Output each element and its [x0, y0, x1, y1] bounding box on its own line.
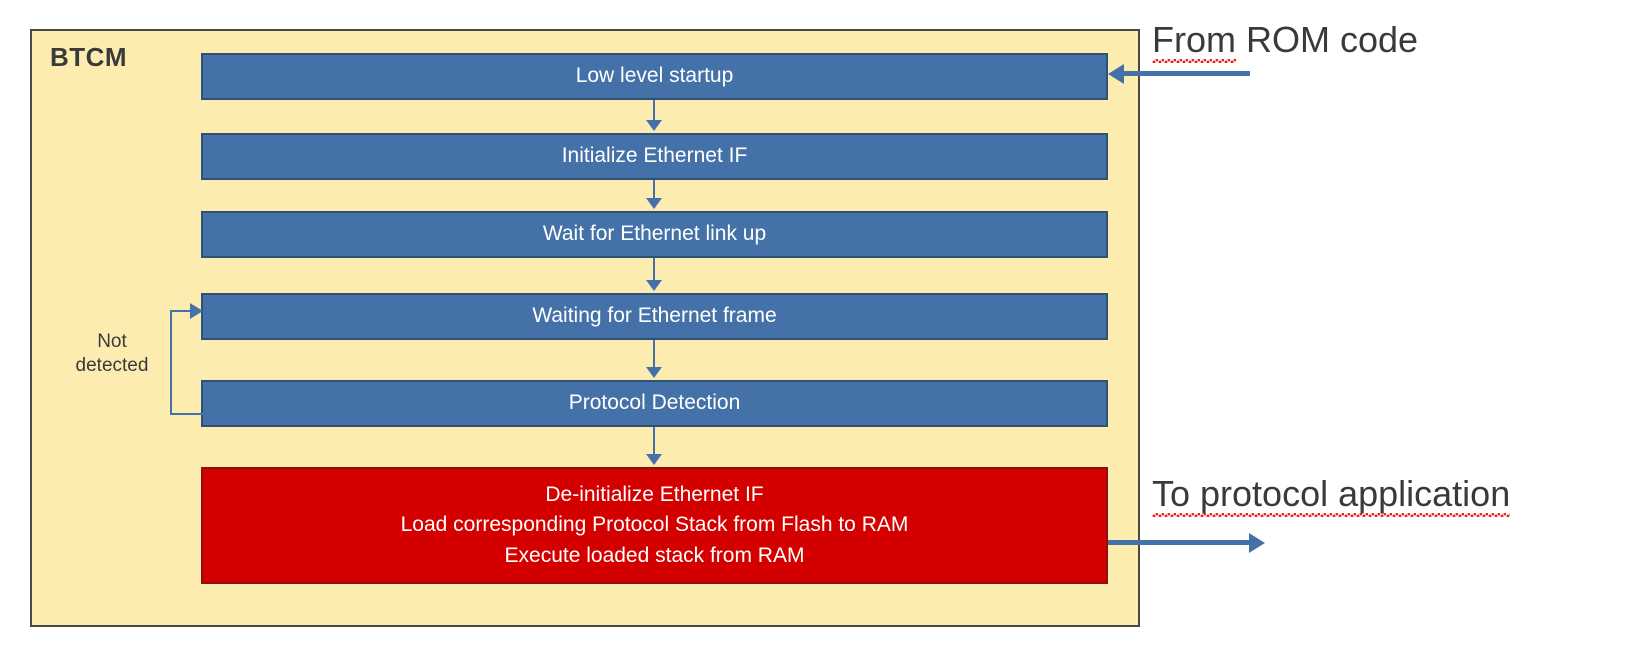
connector-arrowhead-1	[646, 120, 662, 131]
process-box-low-level-startup[interactable]: Low level startup	[201, 53, 1108, 100]
feedback-loop-arrowhead-icon	[190, 303, 203, 319]
feedback-loop-label: Not detected	[62, 330, 162, 379]
process-box-protocol-detection[interactable]: Protocol Detection	[201, 380, 1108, 427]
connector-line-4	[653, 340, 655, 369]
process-box-label-line-3: Execute loaded stack from RAM	[504, 543, 805, 567]
feedback-loop-segment-bottom	[170, 413, 203, 415]
input-caption-word-misspelled: From	[1152, 19, 1236, 63]
process-box-waiting-for-ethernet-frame[interactable]: Waiting for Ethernet frame	[201, 293, 1108, 340]
process-box-label-line-1: De-initialize Ethernet IF	[545, 482, 764, 506]
output-arrowhead-icon	[1249, 533, 1265, 553]
process-box-label: Waiting for Ethernet frame	[532, 304, 777, 328]
process-box-initialize-ethernet-if[interactable]: Initialize Ethernet IF	[201, 133, 1108, 180]
process-box-label: Low level startup	[575, 64, 734, 88]
connector-arrowhead-4	[646, 367, 662, 378]
input-caption-rest: ROM code	[1236, 19, 1419, 60]
process-box-wait-for-ethernet-link-up[interactable]: Wait for Ethernet link up	[201, 211, 1108, 258]
process-box-load-and-execute-protocol-stack[interactable]: De-initialize Ethernet IF Load correspon…	[201, 467, 1108, 584]
input-arrow-line	[1124, 71, 1250, 76]
output-arrow-line	[1108, 540, 1249, 545]
btcm-label: BTCM	[50, 42, 128, 72]
feedback-loop-label-line-2: detected	[75, 355, 149, 377]
input-caption: From ROM code	[1152, 19, 1419, 63]
connector-arrowhead-3	[646, 280, 662, 291]
feedback-loop-segment-top	[170, 310, 192, 312]
connector-arrowhead-5	[646, 454, 662, 465]
connector-line-5	[653, 427, 655, 456]
process-box-label: Protocol Detection	[568, 391, 741, 415]
output-caption: To protocol application	[1152, 473, 1511, 517]
input-arrowhead-icon	[1108, 64, 1124, 84]
process-box-label-line-2: Load corresponding Protocol Stack from F…	[400, 513, 909, 537]
process-box-label: Initialize Ethernet IF	[561, 144, 748, 168]
connector-line-1	[653, 100, 655, 122]
feedback-loop-segment-vertical	[170, 311, 172, 415]
output-caption-full: To protocol application	[1152, 473, 1511, 517]
connector-line-2	[653, 180, 655, 200]
connector-line-3	[653, 258, 655, 282]
feedback-loop-label-line-1: Not	[97, 331, 127, 352]
process-box-label: Wait for Ethernet link up	[542, 222, 767, 246]
connector-arrowhead-2	[646, 198, 662, 209]
